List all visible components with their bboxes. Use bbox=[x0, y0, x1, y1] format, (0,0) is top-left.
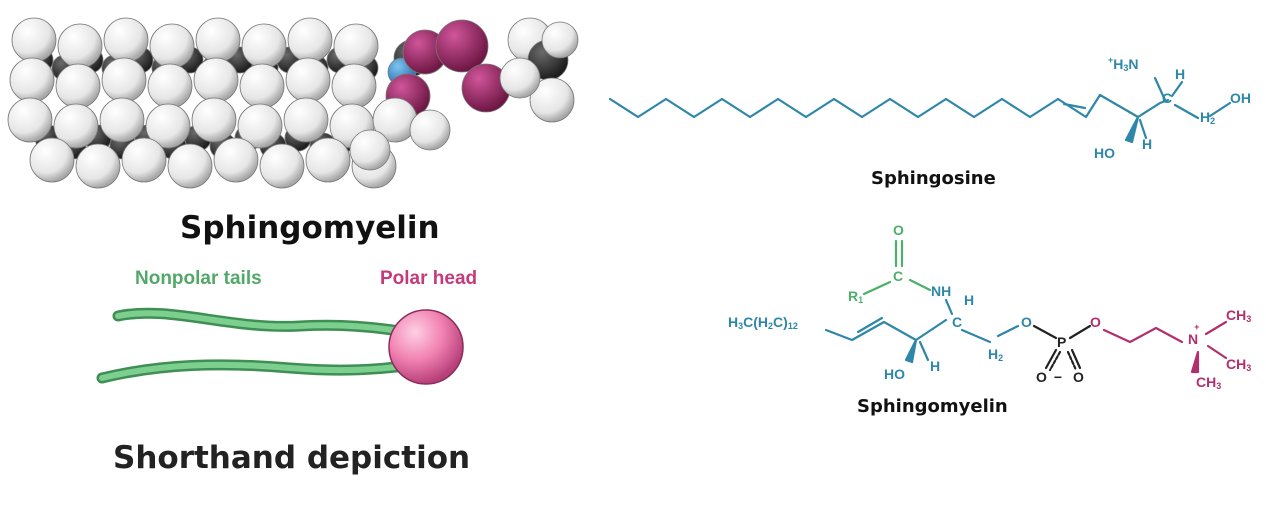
hydrogen-atom bbox=[333, 23, 379, 69]
polar-head-label: Polar head bbox=[380, 268, 478, 289]
sphingosine-chain bbox=[608, 93, 1140, 119]
hydrogen-atom bbox=[103, 17, 149, 63]
sphingosine-h-lower: H bbox=[1142, 136, 1153, 152]
hydrogen-atom bbox=[147, 63, 193, 109]
space-filling-model bbox=[7, 17, 579, 189]
nonpolar-tails-label: Nonpolar tails bbox=[135, 268, 262, 289]
hydrogen-atom bbox=[349, 129, 391, 171]
hydrogen-atom bbox=[11, 17, 57, 63]
sphingosine-ch2: H2 bbox=[1200, 109, 1216, 126]
shorthand-depiction bbox=[96, 307, 464, 385]
sm-o-carbonyl: O bbox=[893, 222, 904, 238]
polar-head-sphere bbox=[388, 309, 464, 385]
sm-h-lower: H bbox=[930, 358, 941, 374]
hydrogen-atom bbox=[529, 77, 575, 123]
hydrogen-atom bbox=[145, 103, 191, 149]
shorthand-depiction-label: Shorthand depiction bbox=[113, 440, 471, 476]
hydrogen-atom bbox=[9, 57, 55, 103]
hydrogen-atom bbox=[121, 137, 167, 183]
hydrogen-atom bbox=[283, 97, 329, 143]
hydrogen-atom bbox=[499, 57, 541, 99]
sm-n-plus: N+ bbox=[1188, 322, 1200, 347]
sm-r1: R1 bbox=[848, 288, 864, 305]
sphingosine-oh: OH bbox=[1230, 90, 1251, 106]
sphingosine-structure bbox=[608, 76, 1232, 144]
hydrogen-atom bbox=[53, 103, 99, 149]
sm-phosphorus: P bbox=[1057, 334, 1067, 350]
hydrogen-atom bbox=[285, 57, 331, 103]
hydrogen-atom bbox=[241, 23, 287, 69]
hydrogen-atom bbox=[167, 143, 213, 189]
hydrogen-atom bbox=[541, 21, 579, 59]
sm-c-carbonyl: C bbox=[893, 268, 904, 284]
sphingosine-title: Sphingosine bbox=[871, 168, 996, 189]
sm-o-link2: O bbox=[1090, 314, 1101, 330]
sm-chain-label: H3C(H2C)12 bbox=[728, 314, 798, 331]
hydrogen-atom bbox=[99, 97, 145, 143]
hydrogen-atom bbox=[29, 137, 75, 183]
sm-ho: HO bbox=[884, 366, 905, 382]
hydrogen-atom bbox=[237, 103, 283, 149]
hydrogen-atom bbox=[55, 63, 101, 109]
space-fill-title: Sphingomyelin bbox=[180, 210, 440, 246]
hydrogen-atom bbox=[287, 17, 333, 63]
sphingomyelin-struct-title: Sphingomyelin bbox=[857, 396, 1008, 417]
hydrogen-atom bbox=[75, 143, 121, 189]
sm-o-double: O bbox=[1073, 369, 1084, 385]
sm-ch3-c: CH3 bbox=[1196, 374, 1222, 391]
sm-o-minus: O− bbox=[1036, 369, 1063, 385]
sm-o-link: O bbox=[1021, 314, 1032, 330]
hydrogen-atom bbox=[409, 109, 451, 151]
sm-nh: NH bbox=[931, 283, 952, 299]
sm-h-nh: H bbox=[964, 292, 975, 308]
sphingosine-ho: HO bbox=[1094, 145, 1115, 161]
hydrogen-atom bbox=[195, 17, 241, 63]
oxygen-atom bbox=[435, 19, 489, 73]
sphingosine-h-top: H bbox=[1175, 66, 1186, 82]
hydrogen-atom bbox=[57, 23, 103, 69]
hydrogen-atom bbox=[239, 63, 285, 109]
sm-ch3-b: CH3 bbox=[1226, 356, 1252, 373]
hydrogen-atom bbox=[101, 57, 147, 103]
hydrogen-atom bbox=[149, 23, 195, 69]
sm-ch3-a: CH3 bbox=[1226, 307, 1252, 324]
hydrogen-atom bbox=[213, 137, 259, 183]
hydrogen-atom bbox=[331, 63, 377, 109]
sm-ch2: H2 bbox=[988, 346, 1004, 363]
hydrogen-atom bbox=[191, 97, 237, 143]
hydrogen-atom bbox=[7, 97, 53, 143]
hydrogen-atom bbox=[305, 137, 351, 183]
sphingosine-nh3-group: +H3N bbox=[1108, 55, 1139, 73]
sm-c-center: C bbox=[952, 314, 963, 330]
sphingomyelin-structure bbox=[824, 239, 1228, 374]
sphingosine-c: C bbox=[1162, 90, 1173, 106]
hydrogen-atom bbox=[193, 57, 239, 103]
hydrogen-atom bbox=[259, 143, 305, 189]
